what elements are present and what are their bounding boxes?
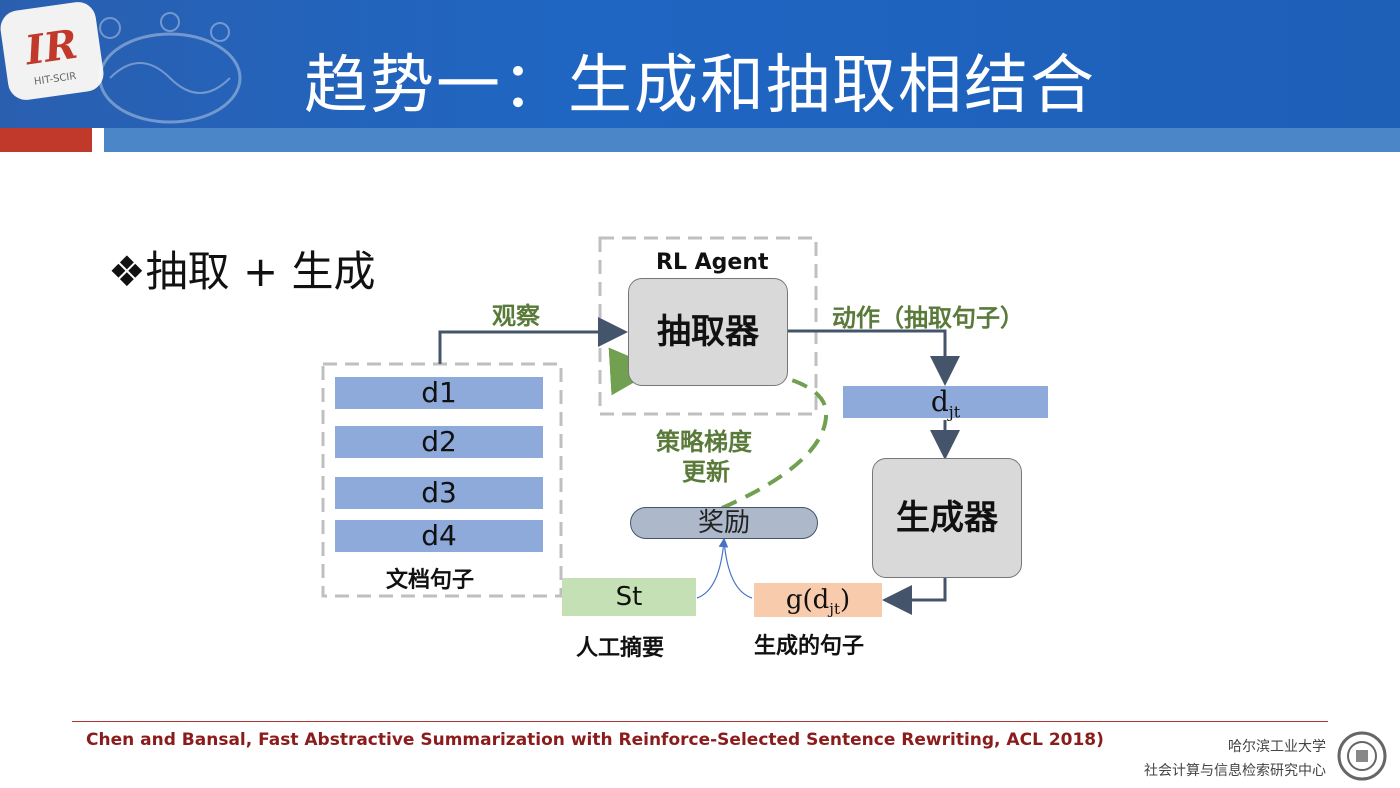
doc-sentence-d1: d1 (335, 377, 543, 409)
footer-divider (72, 721, 1328, 722)
action-label: 动作（抽取句子） (832, 304, 1024, 332)
djt-base: d (930, 385, 949, 418)
policy-label-line1: 策略梯度 (656, 428, 752, 456)
gen-close: ) (839, 585, 851, 615)
doc-sentence-d4: d4 (335, 520, 543, 552)
selected-sentence-djt: djt (843, 385, 1048, 422)
reward-node: 奖励 (630, 507, 818, 539)
observe-arrow (438, 317, 628, 364)
observe-label: 观察 (492, 302, 540, 330)
djt-sub: jt (948, 402, 961, 422)
summary-caption: 人工摘要 (576, 636, 665, 661)
policy-label-line2: 更新 (682, 458, 730, 486)
header-band-accent (0, 128, 92, 152)
header-band (0, 128, 1400, 152)
generator-box: 生成器 (872, 458, 1022, 578)
generator-label: 生成器 (896, 498, 998, 538)
header-banner (0, 0, 1400, 128)
generator-output-arrow (882, 578, 947, 615)
doc-sentence-d3: d3 (335, 477, 543, 509)
summary-to-reward-arrow (696, 537, 729, 599)
gen-to-reward-arrow (723, 539, 753, 599)
extractor-box: 抽取器 (628, 278, 788, 386)
action-arrow (788, 329, 960, 386)
summary-label: St (615, 582, 643, 612)
docs-group-box (321, 362, 563, 598)
header-band-gap (92, 128, 104, 152)
brain-illustration-icon (98, 12, 242, 124)
gen-base: g(d (785, 585, 830, 615)
gen-sub: jt (829, 600, 840, 619)
university-seal-icon (1337, 731, 1387, 781)
institution-name: 哈尔滨工业大学 (1228, 739, 1326, 755)
citation: Chen and Bansal, Fast Abstractive Summar… (86, 730, 1104, 750)
bullet-heading: ❖抽取 + 生成 (108, 247, 376, 296)
agent-label: RL Agent (656, 250, 769, 275)
docs-caption: 文档句子 (386, 568, 475, 593)
doc-sentence-d2: d2 (335, 426, 543, 458)
institution-center: 社会计算与信息检索研究中心 (1144, 763, 1326, 779)
generated-sentence-box: g(djt) (754, 583, 882, 619)
generated-caption: 生成的句子 (754, 634, 865, 659)
slide-title: 趋势一：生成和抽取相结合 (304, 49, 1096, 123)
human-summary-box: St (562, 578, 696, 616)
extractor-label: 抽取器 (657, 312, 759, 352)
reward-label: 奖励 (697, 508, 750, 538)
